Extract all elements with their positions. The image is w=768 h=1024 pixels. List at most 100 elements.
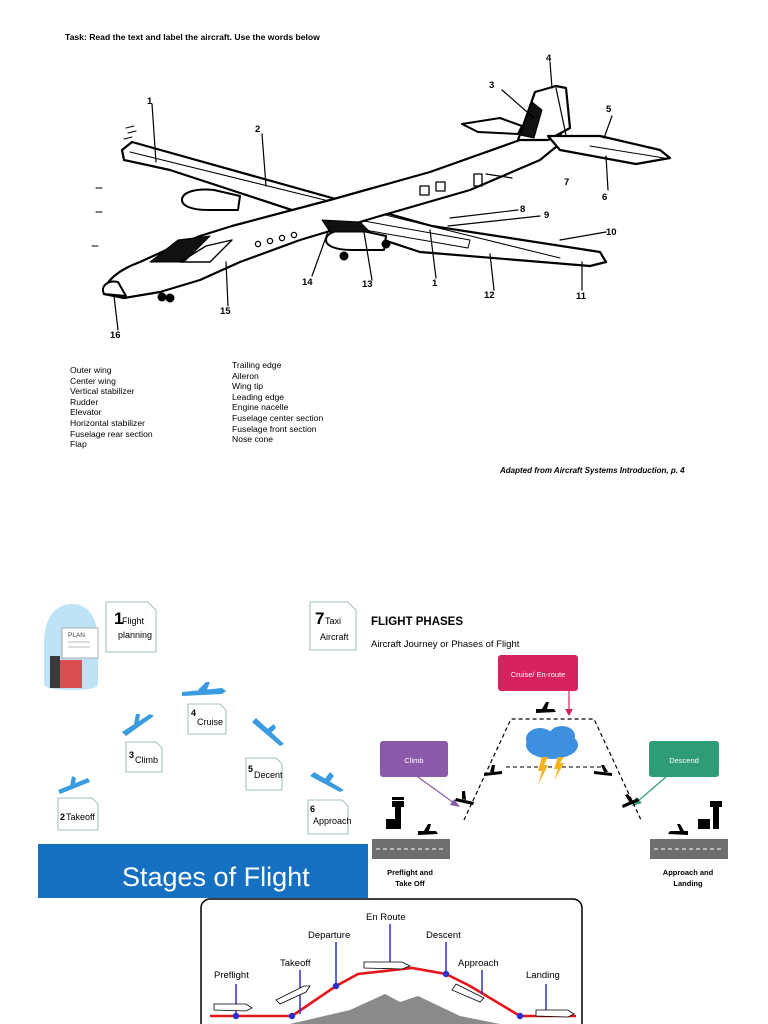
profile-label-en-route: En Route: [366, 912, 406, 923]
word-bank-item: Trailing edge: [232, 360, 282, 370]
label-number-1b: 1: [432, 278, 438, 289]
label-number-16: 16: [110, 330, 121, 341]
phases-subtitle: Aircraft Journey or Phases of Flight: [371, 639, 520, 650]
step-card-6: 6 Approach: [307, 799, 352, 835]
word-bank-item: Vertical stabilizer: [70, 386, 135, 397]
label-number-13: 13: [362, 279, 373, 290]
flight-profile-diagram: Preflight Takeoff Departure En Route Des…: [200, 898, 583, 1024]
storm-cloud-icon: [526, 726, 578, 785]
label-number-4: 4: [546, 53, 552, 64]
step-card-2: 2 Takeoff: [57, 797, 99, 831]
label-number-11: 11: [576, 291, 587, 302]
svg-text:Approach: Approach: [313, 816, 352, 826]
svg-text:2: 2: [60, 812, 65, 822]
cockpit-window: [149, 235, 211, 263]
step-card-7: 7 Taxi Aircraft: [309, 601, 357, 651]
horizontal-stabilizer-outline: [546, 134, 672, 166]
label-number-2: 2: [255, 124, 260, 135]
control-tower-right-icon: [698, 801, 722, 829]
label-number-10: 10: [606, 227, 617, 238]
svg-text:Flight: Flight: [122, 616, 145, 626]
word-bank-item: Engine nacelle: [232, 402, 289, 413]
svg-text:Cruise: Cruise: [197, 717, 223, 727]
control-tower-left-icon: [386, 797, 404, 829]
fuselage-outline: [102, 126, 564, 300]
airplane-icons: [58, 682, 344, 794]
left-engine-nacelle: [181, 188, 241, 211]
svg-text:Aircraft: Aircraft: [320, 632, 349, 642]
svg-text:5: 5: [248, 764, 253, 774]
step-card-5: 5 Decent: [245, 757, 283, 791]
step-card-4: 4 Cruise: [187, 703, 227, 735]
label-number-9: 9: [544, 210, 549, 221]
svg-text:Decent: Decent: [254, 770, 283, 780]
profile-label-landing: Landing: [526, 970, 560, 981]
svg-text:Climb: Climb: [135, 755, 158, 765]
label-number-15: 15: [220, 306, 231, 317]
label-number-12: 12: [484, 290, 495, 301]
aircraft-diagram: 1 2 3 4 5 6 7 8 9 10 14 13 1 12 11 15 16: [91, 53, 672, 341]
word-bank-column-2: Trailing edge Aileron Wing tip Leading e…: [232, 360, 323, 445]
svg-text:planning: planning: [118, 630, 152, 640]
climb-box: [380, 741, 448, 777]
word-bank-item: Outer wing: [70, 365, 112, 375]
climb-label: Climb: [404, 756, 423, 765]
stages-of-flight-graphic: PLAN 1 Flight planning 7 Taxi Aircraft 4…: [38, 601, 368, 898]
svg-text:3: 3: [129, 750, 134, 760]
descend-box: [649, 741, 719, 777]
main-wing-outline: [120, 140, 608, 268]
label-number-5: 5: [606, 104, 612, 115]
flight-phases-diagram: FLIGHT PHASES Aircraft Journey or Phases…: [371, 616, 728, 888]
word-bank-item: Aileron: [232, 370, 259, 381]
word-bank-item: Fuselage center section: [232, 412, 324, 423]
profile-label-approach: Approach: [458, 958, 499, 969]
approach-caption-line2: Landing: [673, 879, 703, 888]
flight-plan-icon: PLAN: [44, 604, 99, 690]
word-bank-item: Horizontal stabilizer: [70, 417, 145, 428]
source-credit: Adapted from Aircraft Systems Introducti…: [500, 466, 685, 475]
word-bank-item: Fuselage rear section: [70, 428, 153, 439]
label-number-8: 8: [520, 204, 525, 215]
svg-text:4: 4: [191, 708, 196, 718]
cockpit-side-window: [179, 239, 233, 263]
word-bank-item: Elevator: [70, 407, 102, 418]
word-bank-item: Nose cone: [232, 434, 274, 445]
flight-path-line: [210, 966, 576, 1018]
label-number-3: 3: [489, 80, 494, 91]
stages-banner-bg: [38, 844, 368, 898]
label-number-6: 6: [602, 192, 607, 203]
label-number-1: 1: [147, 96, 153, 107]
preflight-caption-line2: Take Off: [395, 879, 425, 888]
phase-airplane-icons: [418, 702, 688, 835]
stages-banner-title: Stages of Flight: [122, 862, 310, 892]
cruise-label: Cruise/ En-route: [511, 670, 566, 679]
svg-text:7: 7: [315, 609, 324, 628]
word-bank-item: Leading edge: [232, 391, 285, 402]
cruise-box: [498, 655, 578, 691]
step-card-1: 1 Flight planning: [105, 601, 157, 653]
svg-text:Takeoff: Takeoff: [66, 812, 95, 822]
word-bank-item: Center wing: [70, 375, 116, 386]
step-card-3: 3 Climb: [125, 741, 163, 773]
plan-label: PLAN: [68, 632, 85, 639]
profile-airplane-icons: [213, 961, 575, 1018]
svg-text:Taxi: Taxi: [325, 616, 341, 626]
preflight-caption-line1: Preflight and: [387, 868, 433, 877]
svg-text:6: 6: [310, 804, 315, 814]
task-instruction: Task: Read the text and label the aircra…: [65, 32, 320, 42]
profile-label-descent: Descent: [426, 930, 461, 941]
phases-title: FLIGHT PHASES: [371, 616, 463, 628]
word-bank-item: Wing tip: [232, 381, 264, 392]
descend-label: Descend: [669, 756, 699, 765]
label-number-7: 7: [564, 177, 569, 188]
svg-text:1: 1: [114, 609, 123, 628]
word-bank-item: Fuselage front section: [232, 423, 317, 434]
profile-label-departure: Departure: [308, 930, 350, 941]
word-bank-item: Flap: [70, 439, 87, 450]
profile-label-takeoff: Takeoff: [280, 958, 311, 969]
profile-label-preflight: Preflight: [214, 970, 249, 981]
word-bank-column-1: Outer wing Center wing Vertical stabiliz…: [70, 365, 153, 450]
word-bank-item: Rudder: [70, 396, 99, 407]
terrain-shape: [290, 994, 500, 1024]
approach-caption-line1: Approach and: [663, 868, 714, 877]
